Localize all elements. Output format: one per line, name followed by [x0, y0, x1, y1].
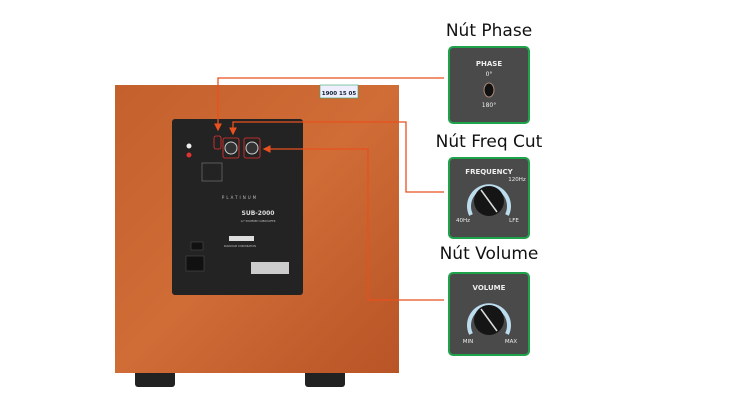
series-text: PLATINUM	[222, 195, 258, 200]
svg-text:40Hz: 40Hz	[456, 218, 470, 224]
svg-text:0°: 0°	[486, 71, 493, 78]
frequency-pointer-line	[229, 121, 444, 193]
svg-text:MIN: MIN	[463, 339, 473, 345]
panel-phase-switch	[213, 135, 222, 150]
phase-callout-box: PHASE 0° 180°	[448, 46, 530, 124]
sticker-text: 1900 15 05	[322, 91, 357, 97]
volume-title: Nút Volume	[439, 244, 539, 264]
panel-volume-knob	[245, 141, 259, 155]
power-socket	[185, 255, 205, 272]
svg-text:180°: 180°	[482, 102, 496, 109]
svg-text:MAX: MAX	[505, 339, 518, 345]
phase-title: Nút Phase	[445, 21, 533, 41]
phase-toggle-icon	[483, 82, 495, 98]
frequency-title: Nút Freq Cut	[435, 132, 543, 152]
svg-text:PHASE: PHASE	[476, 60, 502, 68]
volume-pointer-line	[262, 145, 444, 301]
panel-frequency-knob	[224, 141, 238, 155]
frequency-callout-box: FREQUENCY 40Hz 120Hz LFE	[448, 157, 530, 239]
model-subtitle: 12" POWERED SUBWOOFER	[241, 219, 276, 223]
svg-text:VOLUME: VOLUME	[473, 284, 506, 292]
input-left	[185, 142, 193, 150]
warranty-sticker	[319, 84, 359, 99]
phase-pointer-line	[214, 77, 444, 132]
power-switch	[190, 241, 204, 251]
svg-text:LFE: LFE	[509, 218, 519, 224]
svg-text:FREQUENCY: FREQUENCY	[465, 168, 513, 176]
volume-callout-box: VOLUME MIN MAX	[448, 272, 530, 356]
foot-left	[135, 370, 175, 387]
svg-text:120Hz: 120Hz	[508, 177, 526, 183]
model-text: SUB-2000	[242, 210, 275, 217]
input-right	[185, 151, 193, 159]
foot-right	[305, 370, 345, 387]
company-text: PARADIGM CORPORATION	[224, 244, 256, 248]
